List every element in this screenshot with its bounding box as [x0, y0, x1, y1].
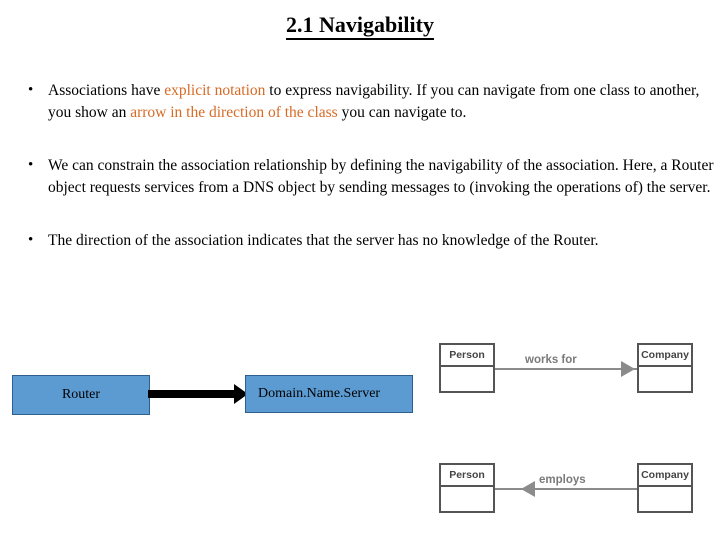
- uml-reference-image: Person Company works for Person Company …: [425, 335, 713, 535]
- page-title: 2.1 Navigability: [0, 12, 720, 40]
- uml-class-person: Person: [439, 343, 495, 393]
- list-item: • The direction of the association indic…: [14, 230, 714, 252]
- class-box-router-label: Router: [61, 387, 101, 402]
- uml-arrow-left-icon: [521, 481, 535, 497]
- association-line: [148, 390, 236, 398]
- bullet-segment-highlight: explicit notation: [164, 82, 266, 99]
- class-box-router: Router: [12, 375, 150, 415]
- bullet-segment: you can navigate to.: [337, 104, 467, 122]
- class-box-dns-label: Domain.Name.Server: [258, 386, 381, 401]
- bullet-segment: to express navigability. If you can navi…: [48, 82, 700, 122]
- uml-association-line: [495, 368, 637, 370]
- class-box-dns: Domain.Name.Server: [245, 375, 413, 413]
- uml-association-label: employs: [537, 474, 588, 486]
- bullet-segment-highlight: arrow in the direction of the class: [130, 104, 338, 122]
- list-item: • We can constrain the association relat…: [14, 155, 714, 200]
- uml-class-person-label: Person: [441, 345, 493, 367]
- uml-class-company: Company: [637, 343, 693, 393]
- bullet-list: • Associations have explicit notation to…: [14, 80, 714, 274]
- uml-class-person: Person: [439, 463, 495, 513]
- bullet-marker: •: [28, 82, 34, 98]
- bullet-text-3: The direction of the association indicat…: [48, 231, 599, 249]
- bullet-segment: Associations have: [48, 82, 165, 99]
- uml-class-person-label: Person: [441, 465, 493, 487]
- page-title-text: 2.1 Navigability: [286, 12, 434, 40]
- uml-arrow-right-icon: [621, 361, 635, 377]
- list-item: • Associations have explicit notation to…: [14, 80, 714, 125]
- association-arrowhead-icon: [234, 384, 248, 404]
- uml-class-company-label: Company: [639, 345, 691, 367]
- uml-class-company: Company: [637, 463, 693, 513]
- bullet-marker: •: [28, 231, 34, 248]
- uml-class-company-label: Company: [639, 465, 691, 487]
- uml-association-label: works for: [523, 354, 579, 366]
- bullet-text-1: Associations have explicit notation to e…: [48, 82, 699, 121]
- uml-example-works-for: Person Company works for: [425, 343, 713, 399]
- uml-example-employs: Person Company employs: [425, 463, 713, 519]
- bullet-marker: •: [28, 156, 34, 173]
- bullet-text-2: We can constrain the association relatio…: [48, 156, 714, 197]
- uml-association-line: [495, 488, 637, 490]
